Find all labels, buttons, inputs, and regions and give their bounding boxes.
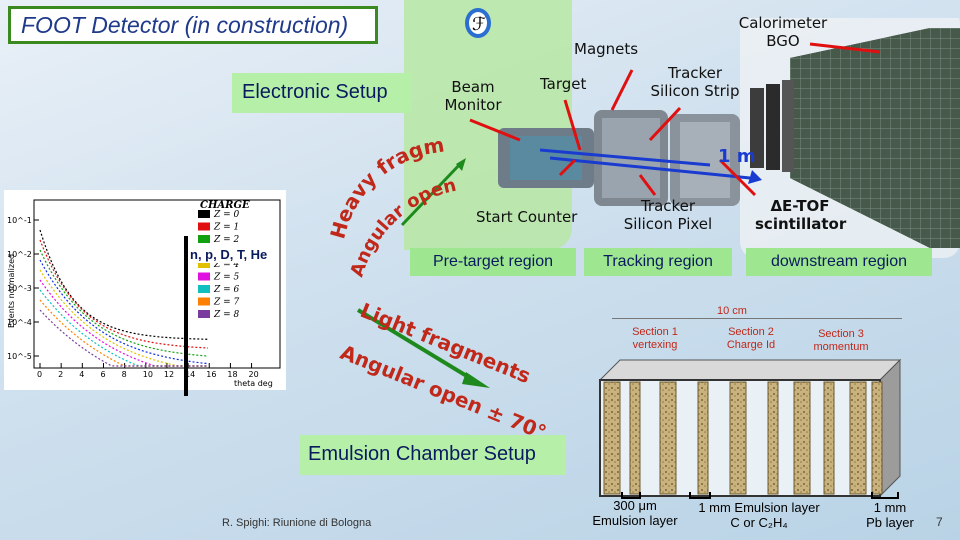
scale-line (612, 318, 902, 319)
x-tick-label: 8 (122, 370, 127, 379)
layer-brackets (621, 492, 899, 499)
legend-entry: Z = 0 (213, 210, 240, 220)
emulsion-chamber-drawing (598, 358, 902, 498)
x-tick-label: 6 (100, 370, 105, 379)
x-tick-label: 2 (58, 370, 63, 379)
legend-swatch (198, 210, 210, 218)
series-curve (39, 259, 209, 365)
emulsion-layer (729, 381, 747, 495)
y-tick-label: 10^-3 (7, 284, 32, 293)
svg-text:ℱ: ℱ (472, 14, 486, 35)
series-curve (39, 249, 209, 357)
plot-frame (33, 199, 281, 369)
target-label: Target (540, 75, 587, 93)
page-number: 7 (936, 515, 943, 529)
y-tick-label: 10^-4 (7, 318, 32, 327)
x-tick-label: 20 (249, 370, 259, 379)
tracker-strip-label: Tracker Silicon Strip (650, 64, 740, 100)
series-curve (39, 269, 208, 367)
scale-10cm: 10 cm (717, 305, 747, 317)
emulsion-layer (793, 381, 811, 495)
legend-entry: Z = 4 (213, 260, 240, 270)
page-title: FOOT Detector (in construction) (21, 12, 349, 38)
legend-swatch (198, 310, 210, 318)
foot-logo-icon: ℱ (465, 8, 491, 38)
legend-swatch (198, 297, 210, 306)
series-curve (39, 229, 209, 340)
heavy-fragments-annotation: Heavy fragments Angular open ±10° (320, 130, 458, 280)
x-tick-label: 10 (143, 370, 153, 379)
beam-monitor-label: Beam Monitor (444, 78, 502, 114)
title-box: FOOT Detector (in construction) (8, 6, 378, 44)
emulsion-layer (629, 381, 641, 495)
y-tick-label: 10^-2 (7, 250, 32, 259)
plot-cut-bar (184, 236, 188, 396)
emulsion-layer (823, 381, 835, 495)
legend-entry: Z = 8 (213, 310, 240, 320)
electronic-setup-label: Electronic Setup (232, 73, 412, 113)
calorimeter-label: Calorimeter BGO (738, 14, 828, 50)
series-curve (39, 299, 208, 367)
tof-label: ΔE-TOF scintillator (755, 197, 847, 233)
plot-canvas: 10^-1 10^-2 10^-3 10^-4 10^-5 0 2 4 6 8 10 12 14 16 18… (7, 199, 281, 388)
emulsion-layer (871, 381, 883, 495)
y-axis-label: Events normalized (7, 254, 16, 328)
one-meter-label: 1 m (718, 146, 756, 167)
y-tick-label: 10^-1 (7, 216, 32, 225)
legend-swatch (198, 285, 210, 293)
legend-entry: Z = 1 (213, 223, 239, 233)
footer-author: R. Spighi: Riunione di Bologna (222, 517, 372, 529)
plot-title: CHARGE (200, 200, 250, 211)
x-tick-label: 14 (185, 370, 195, 379)
emulsion-layer (697, 381, 709, 495)
legend-entry: Z = 5 (213, 273, 240, 283)
series-curve (39, 239, 209, 349)
emulsion-layer (767, 381, 779, 495)
angular-distribution-plot: 10^-1 10^-2 10^-3 10^-4 10^-5 0 2 4 6 8 10 12 14 16 18… (4, 190, 286, 390)
y-tick-label: 10^-5 (7, 352, 32, 361)
emulsion-layer (659, 381, 677, 495)
series-curve (39, 289, 208, 367)
x-tick-label: 16 (206, 370, 216, 379)
particle-list-label: n, p, D, T, He (188, 246, 270, 263)
emulsion-setup-label: Emulsion Chamber Setup (300, 435, 566, 475)
legend-entry: Z = 2 (213, 235, 240, 245)
start-counter-label: Start Counter (476, 208, 578, 226)
x-axis-label: theta deg (234, 379, 273, 388)
legend-entry: Z = 7 (213, 298, 240, 308)
emulsion-layer (849, 381, 867, 495)
legend-swatch (198, 260, 210, 268)
pre-target-region: Pre-target region (410, 248, 576, 276)
x-tick-label: 18 (227, 370, 237, 379)
x-tick-label: 4 (79, 370, 84, 379)
x-tick-label: 12 (164, 370, 174, 379)
downstream-region: downstream region (746, 248, 932, 276)
legend-swatch (198, 235, 210, 243)
tracking-region: Tracking region (584, 248, 732, 276)
magnets-label: Magnets (574, 40, 639, 58)
legend-entry: Z = 6 (213, 285, 240, 295)
beam-zone-shading (404, 0, 572, 250)
tracker-pixel-label: Tracker Silicon Pixel (623, 197, 713, 233)
series-curve (39, 279, 208, 367)
legend-swatch (198, 272, 210, 281)
x-tick-label: 0 (37, 370, 42, 379)
emulsion-layer (603, 381, 621, 495)
legend-swatch (198, 222, 210, 231)
